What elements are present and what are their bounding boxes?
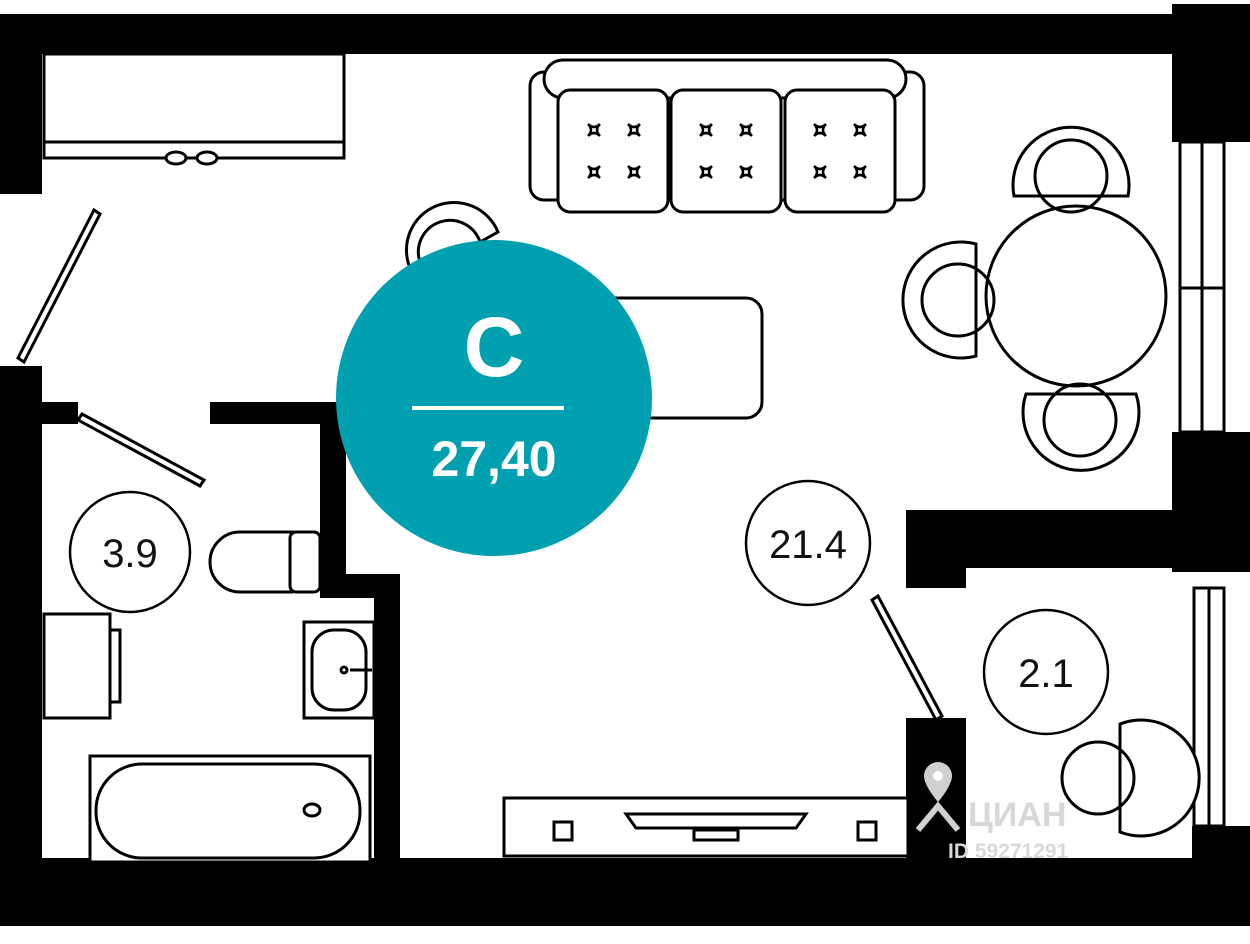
watermark: ЦИАН ID 59271291: [915, 762, 1069, 863]
wall-right-lower: [1192, 826, 1250, 866]
watermark-brand: ЦИАН: [968, 796, 1066, 834]
sofa-tuft: [699, 123, 713, 137]
wall-bath-top-left: [42, 402, 78, 424]
tv-stand: [502, 796, 910, 858]
room-label-balcony: 2.1: [982, 608, 1110, 736]
sofa-tuft: [813, 165, 827, 179]
wall-left-upper: [0, 14, 42, 194]
wall-bath-right-lower: [374, 574, 400, 864]
room-area-bathroom: 3.9: [102, 532, 158, 576]
sofa-tuft: [587, 123, 601, 137]
sofa-tuft: [627, 123, 641, 137]
balcony-chair: [1060, 718, 1201, 838]
doors: [16, 207, 944, 723]
wall-right-upper: [1172, 4, 1250, 142]
watermark-id: ID 59271291: [948, 840, 1069, 863]
balcony-door-leaf: [870, 593, 944, 723]
sofa-tuft: [627, 165, 641, 179]
wall-bath-top-right: [210, 402, 332, 424]
sofa-tuft: [853, 123, 867, 137]
room-label-living: 21.4: [744, 479, 872, 607]
toilet: [208, 530, 322, 594]
apartment-badge: С 27,40: [336, 240, 652, 556]
wall-top: [0, 14, 1172, 54]
map-pin-icon: [915, 762, 961, 832]
entry-door-leaf: [16, 207, 102, 365]
dining-chair-top: [1011, 125, 1131, 214]
dining-chair-bottom: [1021, 382, 1141, 472]
sink: [302, 620, 376, 720]
walls: [0, 4, 1250, 926]
bathtub: [88, 754, 372, 864]
wall-bottom: [0, 858, 1250, 926]
wardrobe: [42, 52, 346, 166]
wall-balcony-left-stub: [906, 510, 966, 588]
wall-left-lower: [0, 366, 42, 926]
apartment-type: С: [464, 300, 525, 394]
sofa-tuft: [587, 165, 601, 179]
sofa-tuft: [813, 123, 827, 137]
sofa: [528, 58, 926, 214]
sofa-tuft: [699, 165, 713, 179]
dining-set: [901, 125, 1168, 472]
sofa-tuft: [739, 123, 753, 137]
room-area-balcony: 2.1: [1018, 652, 1074, 696]
total-area: 27,40: [431, 431, 556, 487]
room-label-bathroom: 3.9: [68, 490, 192, 614]
room-area-living: 21.4: [769, 523, 847, 567]
bathroom-door-leaf: [75, 412, 207, 488]
sofa-tuft: [853, 165, 867, 179]
washing-machine: [42, 612, 122, 720]
sofa-tuft: [739, 165, 753, 179]
dining-chair-left: [901, 240, 996, 360]
